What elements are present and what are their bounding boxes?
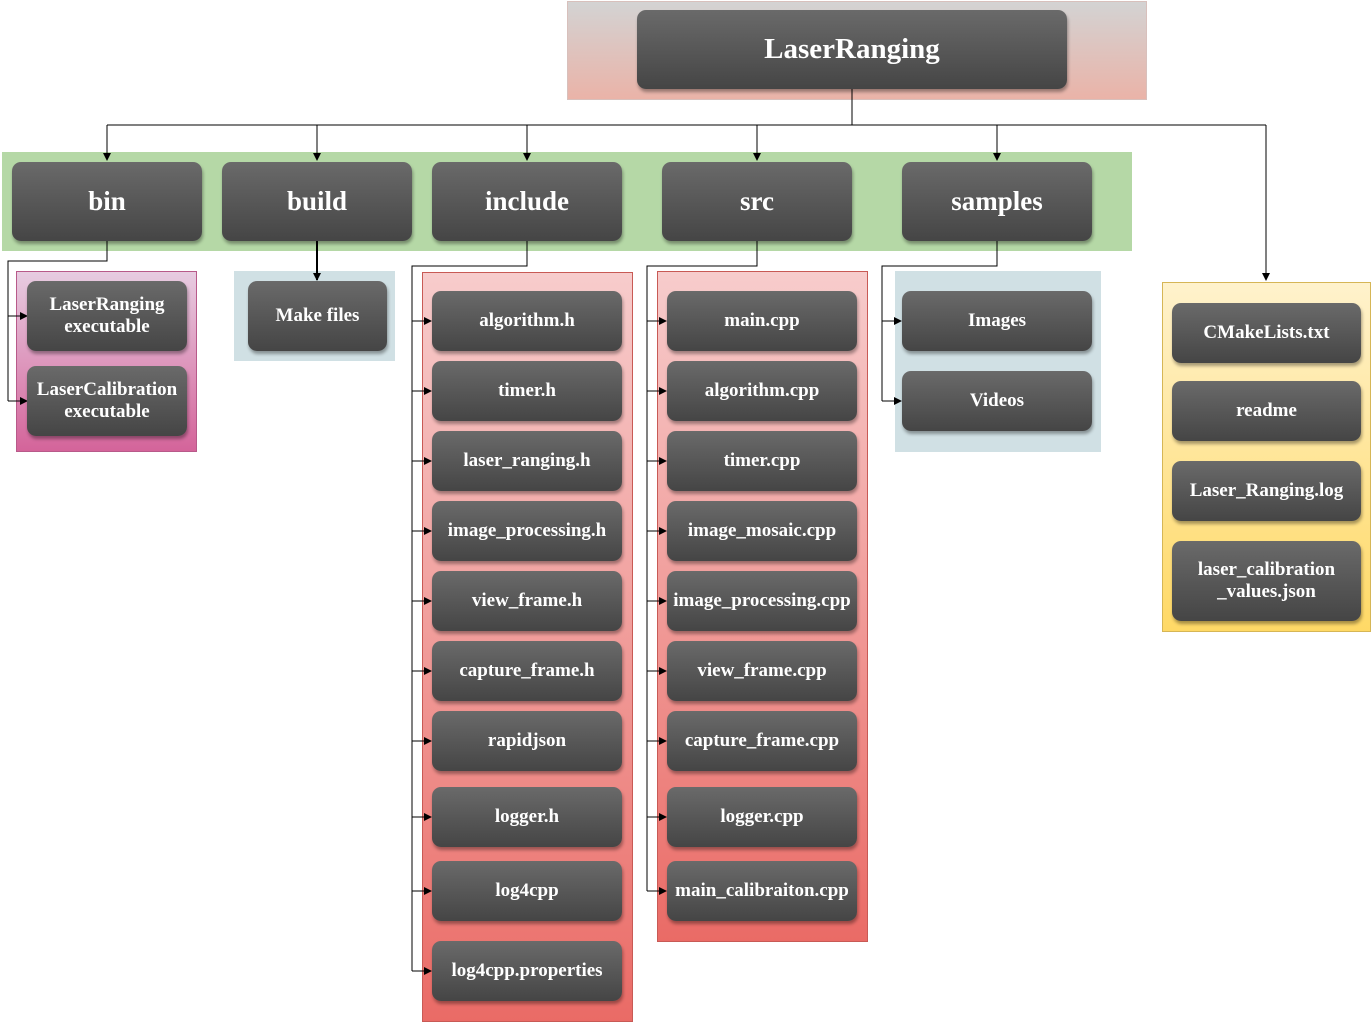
folder-node-bin[interactable]: bin <box>12 162 202 241</box>
folder-node-samples[interactable]: samples <box>902 162 1092 241</box>
folder-node-build[interactable]: build <box>222 162 412 241</box>
file-node-make-files[interactable]: Make files <box>248 281 387 351</box>
file-node-include-5[interactable]: capture_frame.h <box>432 641 622 701</box>
file-node-cmakelists[interactable]: CMakeLists.txt <box>1172 303 1361 363</box>
root-folder-node[interactable]: LaserRanging <box>637 10 1067 89</box>
file-node-src-5[interactable]: view_frame.cpp <box>667 641 857 701</box>
file-node-src-8[interactable]: main_calibraiton.cpp <box>667 861 857 921</box>
file-node-include-3[interactable]: image_processing.h <box>432 501 622 561</box>
file-node-src-7[interactable]: logger.cpp <box>667 787 857 847</box>
file-node-include-1[interactable]: timer.h <box>432 361 622 421</box>
file-node-src-6[interactable]: capture_frame.cpp <box>667 711 857 771</box>
folder-node-src[interactable]: src <box>662 162 852 241</box>
file-node-src-3[interactable]: image_mosaic.cpp <box>667 501 857 561</box>
file-node-src-0[interactable]: main.cpp <box>667 291 857 351</box>
file-node-src-1[interactable]: algorithm.cpp <box>667 361 857 421</box>
file-node-include-0[interactable]: algorithm.h <box>432 291 622 351</box>
file-node-include-4[interactable]: view_frame.h <box>432 571 622 631</box>
file-node-laser-calibration-values[interactable]: laser_calibration _values.json <box>1172 541 1361 621</box>
file-node-include-7[interactable]: logger.h <box>432 787 622 847</box>
file-node-videos[interactable]: Videos <box>902 371 1092 431</box>
file-node-lasercalibration-executable[interactable]: LaserCalibration executable <box>27 366 187 436</box>
file-node-src-2[interactable]: timer.cpp <box>667 431 857 491</box>
file-node-include-8[interactable]: log4cpp <box>432 861 622 921</box>
file-node-readme[interactable]: readme <box>1172 381 1361 441</box>
file-node-include-6[interactable]: rapidjson <box>432 711 622 771</box>
file-node-laserranging-executable[interactable]: LaserRanging executable <box>27 281 187 351</box>
file-node-src-4[interactable]: image_processing.cpp <box>667 571 857 631</box>
folder-node-include[interactable]: include <box>432 162 622 241</box>
file-node-images[interactable]: Images <box>902 291 1092 351</box>
file-node-laser-ranging-log[interactable]: Laser_Ranging.log <box>1172 461 1361 521</box>
file-node-include-9[interactable]: log4cpp.properties <box>432 941 622 1001</box>
file-node-include-2[interactable]: laser_ranging.h <box>432 431 622 491</box>
